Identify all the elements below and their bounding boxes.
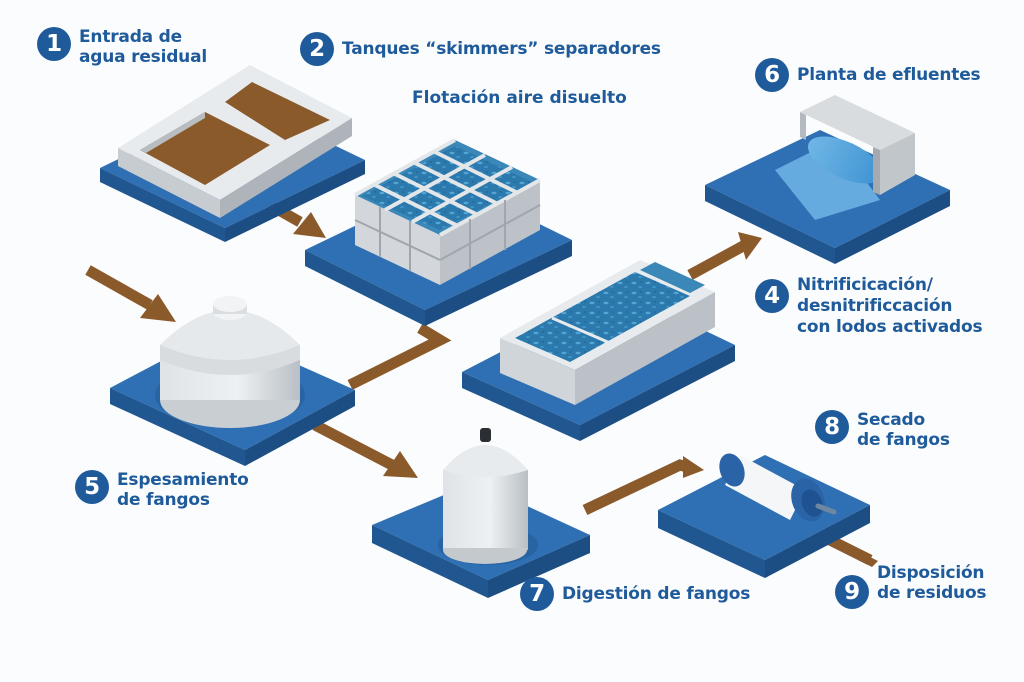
arrowhead-icon [140,294,176,322]
step-9-text-line-1: Disposición [877,563,985,583]
arrowhead-icon [383,451,418,478]
step-4-label: 4 Nitrificicación/ desnitrificcación con… [755,275,983,338]
arrowhead-icon [683,456,704,478]
step-6-label: 6 Planta de efluentes [755,58,981,92]
arrow-into-thickener [85,265,153,310]
waste-disposal-outlet [858,553,878,567]
step-number-badge: 6 [755,58,789,92]
effluent-plant [705,95,950,264]
sludge-dryer [658,453,870,578]
step-1-text-line-1: Entrada de [79,27,182,47]
arrowhead-icon [293,212,326,238]
step-5-text-line-2: de fangos [117,490,210,510]
step-7-label: 7 Digestión de fangos [520,577,750,611]
inlet-basin [100,65,365,242]
arrow-thickener-to-digester [312,420,395,470]
step-2-text-line-1: Tanques “skimmers” separadores [342,39,661,59]
step-2-subtitle: Flotación aire disuelto [412,88,627,108]
step-4-text-line-3: con lodos activados [797,317,983,337]
step-number-badge: 2 [300,32,334,66]
step-8-text-line-1: Secado [857,410,925,430]
thickener-tank [110,296,355,466]
step-5-text-line-1: Espesamiento [117,470,249,490]
step-6-text-line-1: Planta de efluentes [797,65,981,85]
digester-tank [372,428,590,598]
step-9-label: 9 Disposición de residuos [835,563,987,609]
step-number-badge: 8 [815,410,849,444]
step-4-text-line-2: desnitrificcación [797,296,953,316]
step-8-text-line-2: de fangos [857,430,950,450]
step-number-badge: 1 [37,27,71,61]
step-1-label: 1 Entrada de agua residual [37,27,207,67]
activated-sludge-tank [462,260,735,441]
arrowhead-icon [738,232,762,260]
pipe-thickener-to-skimmers [347,323,452,390]
step-2-label: 2 Tanques “skimmers” separadores [300,32,661,66]
step-number-badge: 7 [520,577,554,611]
step-number-badge: 4 [755,279,789,313]
step-4-text-line-1: Nitrificicación/ [797,275,933,295]
step-9-text-line-2: de residuos [877,583,987,603]
flow-arrows [85,200,873,565]
step-7-text-line-1: Digestión de fangos [562,584,751,604]
step-5-label: 5 Espesamiento de fangos [75,470,249,510]
skimmer-tanks [305,138,572,326]
step-number-badge: 5 [75,470,109,504]
arrow-heads [140,212,762,478]
step-number-badge: 9 [835,575,869,609]
step-1-text-line-2: agua residual [79,47,207,67]
arrow-sludge-to-effluent [687,240,748,280]
step-8-label: 8 Secado de fangos [815,410,950,450]
